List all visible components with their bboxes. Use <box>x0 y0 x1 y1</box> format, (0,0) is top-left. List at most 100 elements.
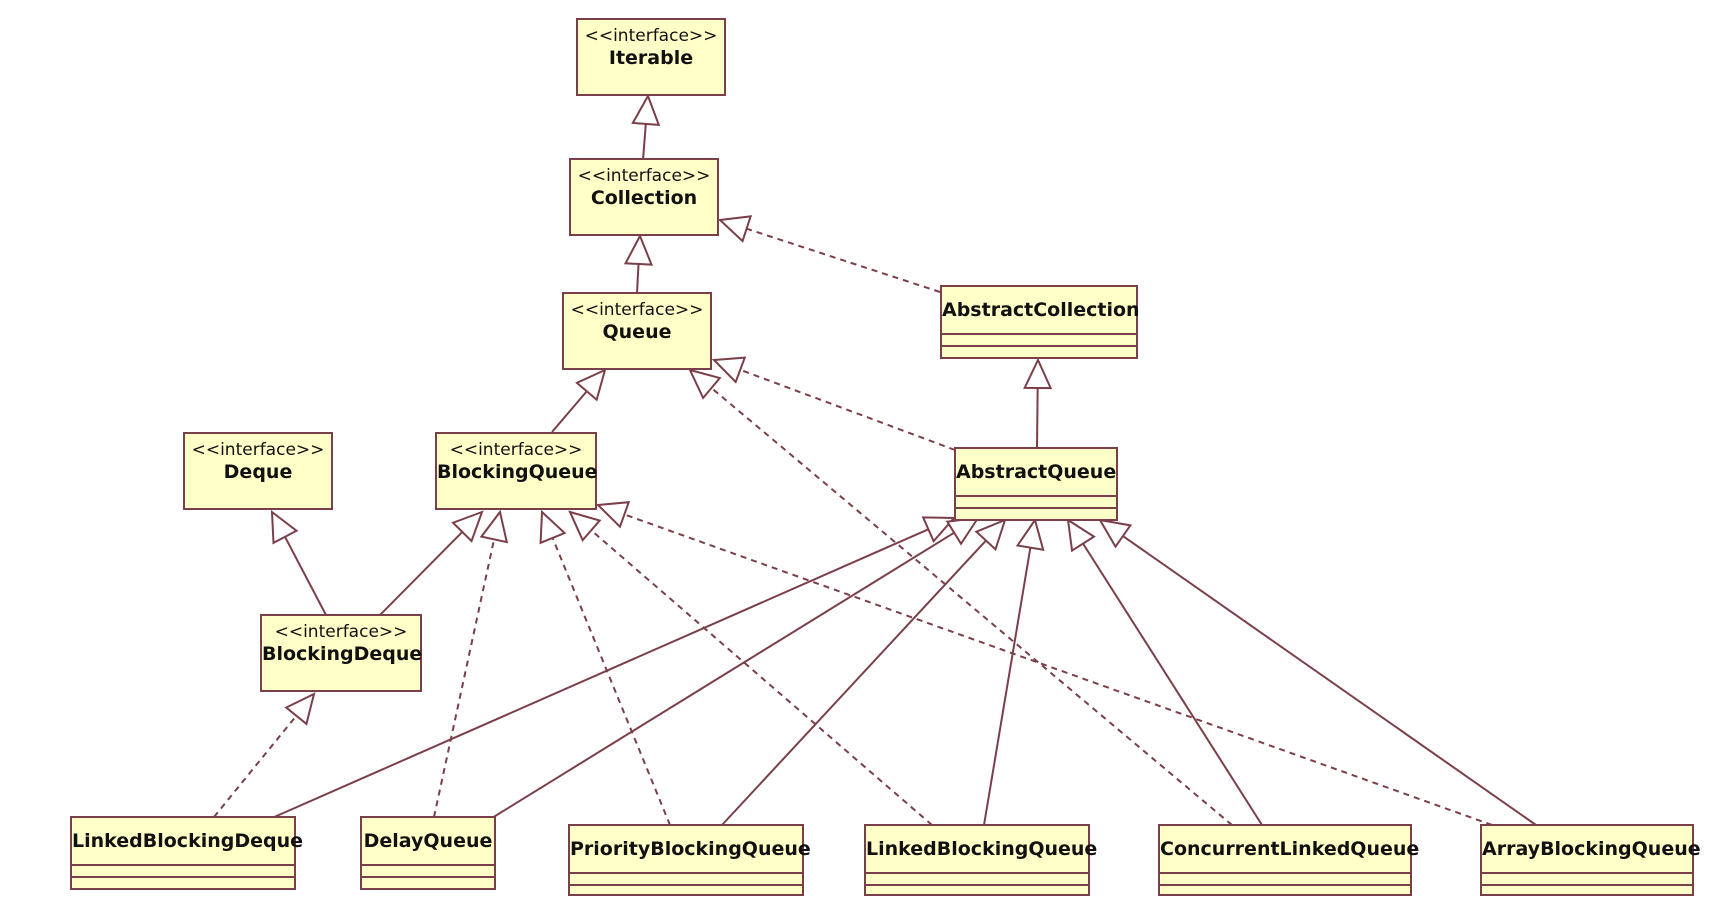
attributes-section <box>942 333 1136 335</box>
stereotype-label: <<interface>> <box>274 622 408 642</box>
hollow-arrowhead <box>284 692 316 726</box>
class-name: LinkedBlockingQueue <box>866 838 1098 860</box>
hollow-arrowhead <box>575 368 607 402</box>
class-name: AbstractQueue <box>956 461 1117 483</box>
hollow-arrowhead <box>974 518 1007 552</box>
node-blocking-deque: <<interface>> BlockingDeque <box>260 614 422 692</box>
operations-section <box>72 876 294 878</box>
class-name: Iterable <box>608 47 694 69</box>
edge-generalization-queue-to-collection <box>623 233 654 294</box>
hollow-arrowhead <box>1015 517 1045 552</box>
node-delay-queue: DelayQueue <box>360 816 496 890</box>
hollow-arrowhead <box>945 516 981 546</box>
hollow-arrowhead <box>688 368 722 400</box>
edge-line <box>739 368 956 451</box>
node-collection: <<interface>> Collection <box>569 158 719 236</box>
stereotype-label: <<interface>> <box>577 166 711 186</box>
edge-line <box>551 390 588 433</box>
class-name: Collection <box>590 187 698 209</box>
operations-section <box>866 884 1088 886</box>
stereotype-label: <<interface>> <box>191 440 325 460</box>
edge-line <box>551 537 671 826</box>
edge-line <box>721 539 987 826</box>
node-linked-blocking-deque: LinkedBlockingDeque <box>70 816 304 890</box>
edge-realization-abstract-collection-to-collection <box>717 215 941 293</box>
node-array-blocking-queue: ArrayBlockingQueue <box>1480 824 1701 896</box>
edge-line <box>379 531 464 616</box>
edge-line <box>710 387 1233 826</box>
node-priority-blocking-queue: PriorityBlockingQueue <box>568 824 811 896</box>
edge-realization-abstract-queue-to-queue <box>711 356 956 451</box>
edge-realization-linked-blocking-queue-to-blocking-queue <box>568 510 933 826</box>
hollow-arrowhead <box>270 509 299 545</box>
edge-line <box>491 531 955 819</box>
node-deque: <<interface>> Deque <box>183 432 333 510</box>
hollow-arrowhead <box>623 233 654 266</box>
edge-realization-array-blocking-queue-to-blocking-queue <box>595 501 1493 826</box>
node-abstract-collection: AbstractCollection <box>940 285 1140 359</box>
edge-generalization-delay-queue-to-abstract-queue <box>491 516 981 819</box>
attributes-section <box>570 872 802 874</box>
edge-realization-concurrent-linked-queue-to-queue <box>688 368 1233 826</box>
stereotype-label: <<interface>> <box>570 300 704 320</box>
class-name: LinkedBlockingDeque <box>72 830 304 852</box>
edge-line <box>1036 387 1039 448</box>
operations-section <box>1160 884 1410 886</box>
attributes-section <box>866 872 1088 874</box>
edge-line <box>642 123 647 161</box>
hollow-arrowhead <box>568 510 602 542</box>
edge-line <box>284 536 327 616</box>
edge-line <box>636 263 640 294</box>
operations-section <box>956 507 1116 509</box>
edge-generalization-array-blocking-queue-to-abstract-queue <box>1098 518 1537 826</box>
attributes-section <box>72 864 294 866</box>
edge-line <box>271 528 929 819</box>
class-name: BlockingDeque <box>262 643 423 665</box>
edge-generalization-abstract-queue-to-abstract-collection <box>1023 357 1053 448</box>
edge-generalization-collection-to-iterable <box>631 93 661 161</box>
node-concurrent-linked-queue: ConcurrentLinkedQueue <box>1158 824 1420 896</box>
attributes-section <box>1482 872 1692 874</box>
edge-line <box>1122 535 1537 826</box>
operations-section <box>942 345 1136 347</box>
edge-line <box>983 547 1032 826</box>
edge-realization-priority-blocking-queue-to-blocking-queue <box>539 509 671 826</box>
class-name: Deque <box>223 461 293 483</box>
hollow-arrowhead <box>595 501 631 529</box>
edge-line <box>746 227 941 293</box>
class-name: ConcurrentLinkedQueue <box>1160 838 1420 860</box>
attributes-section <box>1160 872 1410 874</box>
class-name: DelayQueue <box>363 830 493 852</box>
edge-generalization-concurrent-linked-queue-to-abstract-queue <box>1066 517 1263 826</box>
class-name: ArrayBlockingQueue <box>1482 838 1701 860</box>
edge-generalization-linked-blocking-deque-to-abstract-queue <box>271 516 957 819</box>
edge-generalization-priority-blocking-queue-to-abstract-queue <box>721 518 1007 826</box>
operations-section <box>570 884 802 886</box>
node-iterable: <<interface>> Iterable <box>576 18 726 96</box>
edge-generalization-linked-blocking-queue-to-abstract-queue <box>983 517 1045 826</box>
attributes-section <box>362 864 494 866</box>
edge-line <box>590 529 933 826</box>
hollow-arrowhead <box>631 93 661 127</box>
operations-section <box>1482 884 1692 886</box>
hollow-arrowhead <box>451 510 484 543</box>
edge-generalization-blocking-deque-to-blocking-queue <box>379 510 484 616</box>
stereotype-label: <<interface>> <box>449 440 583 460</box>
operations-section <box>362 876 494 878</box>
hollow-arrowhead <box>539 509 567 545</box>
hollow-arrowhead <box>921 516 957 544</box>
class-name: BlockingQueue <box>437 461 598 483</box>
class-name: Queue <box>602 321 672 343</box>
node-queue: <<interface>> Queue <box>562 292 712 370</box>
node-abstract-queue: AbstractQueue <box>954 447 1118 521</box>
hollow-arrowhead <box>479 509 509 544</box>
hollow-arrowhead <box>1066 517 1096 553</box>
hollow-arrowhead <box>717 215 753 243</box>
node-linked-blocking-queue: LinkedBlockingQueue <box>864 824 1098 896</box>
class-name: PriorityBlockingQueue <box>570 838 811 860</box>
hollow-arrowhead <box>1098 518 1133 549</box>
edge-line <box>624 513 1493 826</box>
edge-realization-linked-blocking-deque-to-blocking-deque <box>213 692 316 818</box>
